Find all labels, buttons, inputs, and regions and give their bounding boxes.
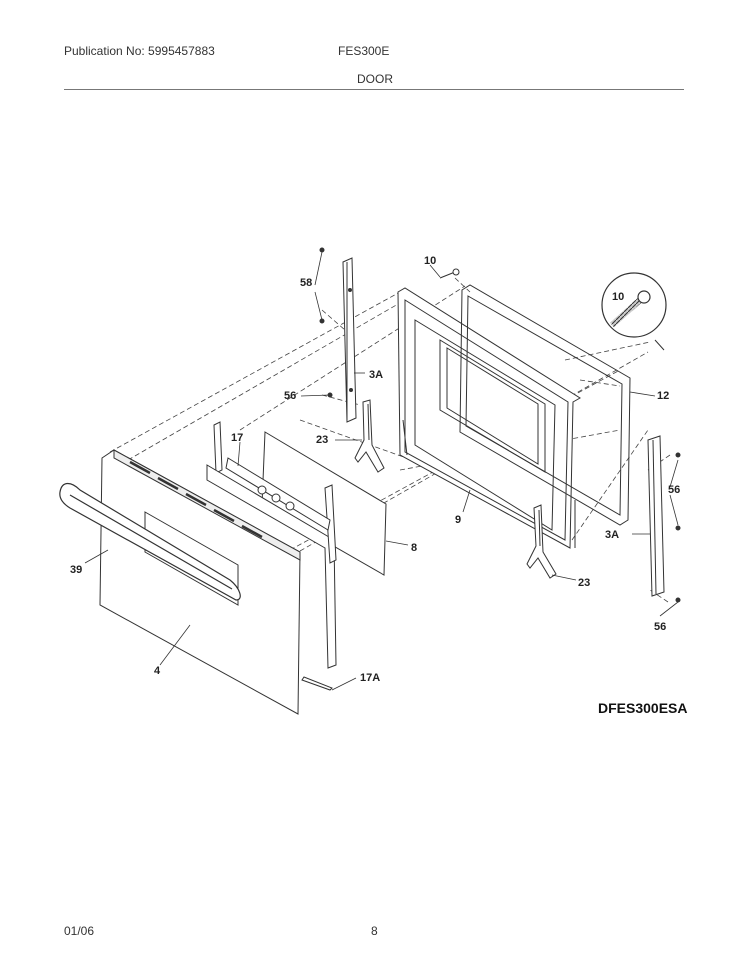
callout-39: 39 (70, 564, 82, 576)
callout-4: 4 (154, 665, 161, 677)
section-title: DOOR (357, 72, 393, 86)
hinge-left-icon (354, 399, 385, 473)
callout-3a-right: 3A (605, 529, 619, 541)
callout-12: 12 (657, 390, 669, 402)
header-divider (64, 89, 684, 90)
callout-17a: 17A (360, 672, 380, 684)
hinge-right-icon (526, 504, 557, 579)
callout-10-detail: 10 (612, 291, 624, 303)
callout-17: 17 (231, 432, 243, 444)
outer-door-panel (99, 449, 301, 715)
screw-10-icon (439, 268, 460, 279)
door-frame-seal (459, 284, 631, 526)
callout-56-right: 56 (668, 484, 680, 496)
callout-8: 8 (411, 542, 417, 554)
screw-icon (319, 247, 681, 603)
callout-58: 58 (300, 277, 312, 289)
callout-10: 10 (424, 255, 436, 267)
diagram-code: DFES300ESA (598, 700, 688, 716)
left-hinge-channel (342, 257, 357, 423)
callout-labels: 58 10 10 3A 56 12 23 17 56 9 3A 8 39 23 … (70, 255, 680, 684)
door-handle (59, 482, 241, 601)
glass-support-frame (206, 421, 337, 691)
publication-number: Publication No: 5995457883 (64, 44, 215, 58)
footer-date: 01/06 (64, 924, 95, 938)
right-hinge-channel (647, 435, 665, 597)
screw-detail-callout (601, 272, 667, 351)
callout-56-bottom: 56 (654, 621, 666, 633)
model-number: FES300E (338, 44, 390, 58)
callout-23-left: 23 (316, 434, 328, 446)
leader-lines (84, 251, 679, 691)
callout-9: 9 (455, 514, 461, 526)
callout-23-right: 23 (578, 577, 590, 589)
callout-3a-left: 3A (369, 369, 383, 381)
door-liner-frame (397, 287, 581, 549)
page-number: 8 (371, 924, 378, 938)
callout-56-left: 56 (284, 390, 296, 402)
